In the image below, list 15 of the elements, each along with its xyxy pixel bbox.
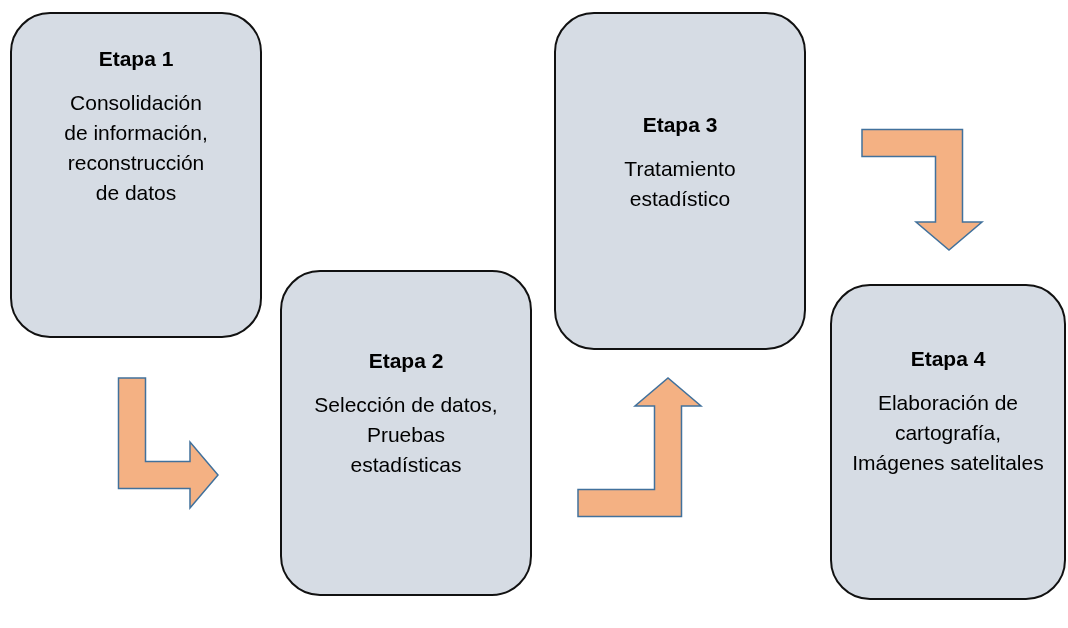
- stage-description: Selección de datos, Pruebas estadísticas: [313, 392, 499, 478]
- stage-description: Tratamiento estadístico: [623, 156, 737, 212]
- bent-block-arrow: [861, 128, 985, 251]
- stage-box: [554, 12, 806, 350]
- stage-box: [10, 12, 262, 338]
- stage-box: [830, 284, 1066, 600]
- stage-description: Elaboración de cartografía, Imágenes satelitales: [851, 390, 1045, 476]
- stage-heading: Etapa 1: [98, 46, 174, 72]
- stage-description: Consolidación de información, reconstrucción de datos: [63, 90, 209, 206]
- stage-box: [280, 270, 532, 596]
- stage-heading: Etapa 4: [910, 346, 986, 372]
- stage-heading: Etapa 2: [368, 348, 444, 374]
- bent-block-arrow: [577, 377, 704, 518]
- bent-block-arrow: [117, 377, 219, 511]
- stage-heading: Etapa 3: [642, 112, 718, 138]
